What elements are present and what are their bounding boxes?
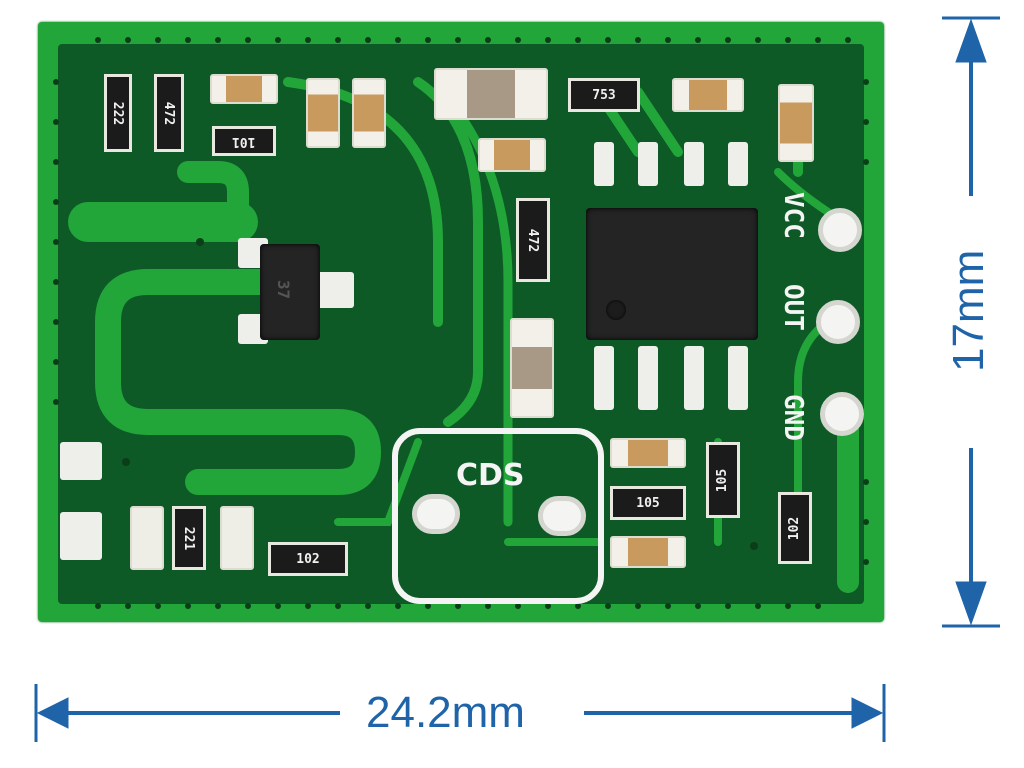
- cds-hole-left: [412, 494, 460, 534]
- pin-hole-vcc: [818, 208, 862, 252]
- pcb-board: 222 472 101 753 37 472 VCC OUT GND: [38, 22, 884, 622]
- resistor-r8: 102: [778, 492, 812, 564]
- ic-pin-3: [684, 142, 704, 186]
- capacitor-c8: [610, 438, 686, 468]
- ic-pin-2: [638, 142, 658, 186]
- resistor-r3: 101: [212, 126, 276, 156]
- ic-pin-8: [728, 346, 748, 410]
- ic-pin1-dot: [606, 300, 626, 320]
- resistor-r6: 105: [610, 486, 686, 520]
- height-dimension-label: 17mm: [944, 249, 993, 372]
- pin-hole-out: [816, 300, 860, 344]
- resistor-r4: 753: [568, 78, 640, 112]
- cds-hole-right: [538, 496, 586, 536]
- ic-pin-5: [594, 346, 614, 410]
- capacitor-c6: [778, 84, 814, 162]
- resistor-r10: 102: [268, 542, 348, 576]
- ic-pin-4: [728, 142, 748, 186]
- pin-label-gnd: GND: [778, 394, 808, 441]
- pin-label-vcc: VCC: [778, 192, 808, 239]
- ic-pin-6: [638, 346, 658, 410]
- cds-label: CDS: [456, 458, 525, 493]
- resistor-r5: 472: [516, 198, 550, 282]
- led-pad-top: [60, 442, 102, 480]
- via: [196, 238, 204, 246]
- resistor-r2: 472: [154, 74, 184, 152]
- pin-hole-gnd: [820, 392, 864, 436]
- capacitor-c3: [352, 78, 386, 148]
- ic-u1: [586, 208, 758, 340]
- resistor-r1: 222: [104, 74, 132, 152]
- resistor-r7: 105: [706, 442, 740, 518]
- capacitor-c2: [306, 78, 340, 148]
- pin-label-out: OUT: [778, 284, 808, 331]
- capacitor-large: [434, 68, 548, 120]
- width-dimension-label: 24.2mm: [366, 688, 525, 737]
- via: [750, 542, 758, 550]
- capacitor-c11: [220, 506, 254, 570]
- capacitor-c4: [478, 138, 546, 172]
- capacitor-c1: [210, 74, 278, 104]
- capacitor-c10: [130, 506, 164, 570]
- ic-pin-7: [684, 346, 704, 410]
- capacitor-c5: [672, 78, 744, 112]
- cds-sensor-outline: [392, 428, 604, 604]
- capacitor-c9: [610, 536, 686, 568]
- led-pad-bottom: [60, 512, 102, 560]
- ic-pin-1: [594, 142, 614, 186]
- via: [122, 458, 130, 466]
- resistor-r9: 221: [172, 506, 206, 570]
- transistor-q1: 37: [260, 244, 320, 340]
- capacitor-c7: [510, 318, 554, 418]
